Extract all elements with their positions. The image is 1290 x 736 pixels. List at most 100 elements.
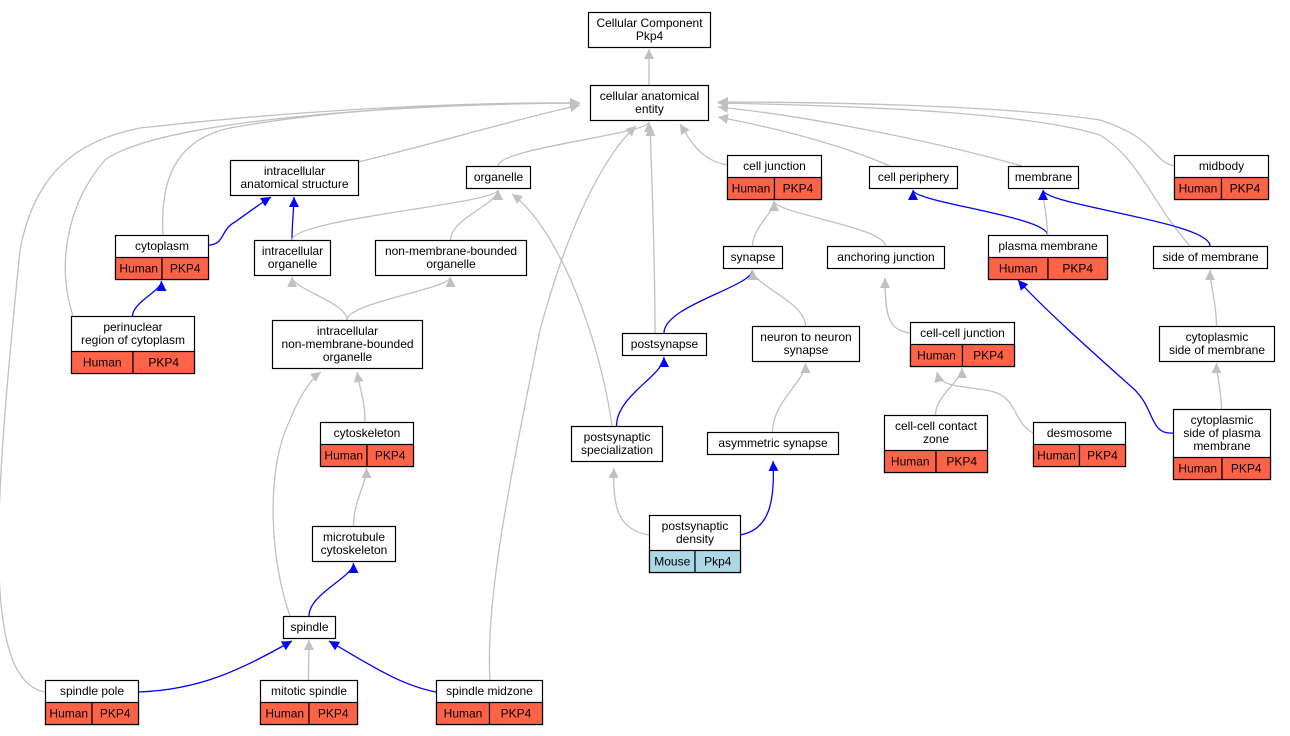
edge-spindlepole-to-cae (0, 97, 581, 693)
gene-label: PKP4 (100, 707, 131, 721)
node-membrane[interactable]: membrane (1007, 165, 1080, 190)
node-label-line: microtubule (323, 530, 385, 544)
gene-label: PKP4 (1062, 262, 1093, 276)
node-anchoring[interactable]: anchoring junction (826, 245, 946, 270)
node-box (751, 325, 861, 363)
edge-organelle-to-cae (497, 121, 654, 167)
node-label-line: cellular anatomical (600, 89, 699, 103)
gene-label: PKP4 (501, 707, 532, 721)
node-synapse[interactable]: synapse (722, 245, 784, 270)
gene-cell (366, 443, 415, 468)
edge-microtubule-to-cytoskeleton (352, 467, 372, 527)
node-box (253, 239, 332, 277)
node-box (282, 615, 337, 640)
node-box (706, 431, 840, 456)
edge-ccj-to-anchoring (880, 277, 911, 334)
gene-cell (1078, 443, 1127, 468)
gene-label: PKP4 (973, 349, 1004, 363)
node-label-line: side of membrane (1162, 250, 1258, 264)
gene-cell (161, 256, 210, 281)
species-label: Human (444, 707, 483, 721)
node-label-line: cytoskeleton (334, 426, 401, 440)
node-box (570, 425, 664, 463)
node-label-line: intracellular (317, 324, 378, 338)
node-sideofmembrane[interactable]: side of membrane (1152, 245, 1269, 270)
gene-label: PKP4 (1231, 462, 1262, 476)
edge-perinuclear-to-cae (64, 98, 581, 317)
node-label-line: intracellular (262, 244, 323, 258)
edge-layer (0, 49, 1223, 693)
species-label: Human (1037, 449, 1076, 463)
edge-psspec-to-organelle (511, 193, 613, 427)
edge-perinuclear-to-cytoplasm (131, 280, 167, 317)
node-label-line: cytoplasmic (1186, 330, 1249, 344)
node-label-line: Pkp4 (636, 29, 664, 43)
node-label-line: desmosome (1047, 426, 1113, 440)
node-cellperiphery[interactable]: cell periphery (868, 165, 959, 190)
node-label-line: membrane (1015, 170, 1073, 184)
node-box (1152, 245, 1269, 270)
species-label: Human (324, 449, 363, 463)
node-organelle[interactable]: organelle (465, 165, 532, 190)
node-box (826, 245, 946, 270)
node-label-line: Cellular Component (596, 16, 703, 30)
node-inmbo[interactable]: intracellularnon-membrane-boundedorganel… (271, 319, 424, 370)
edge-postsynapse-to-synapse (663, 269, 758, 334)
node-box (589, 84, 710, 122)
node-box (587, 11, 712, 49)
edge-sideofmembrane-to-membrane (1038, 189, 1211, 247)
node-box (1007, 165, 1080, 190)
gene-cell (1221, 456, 1272, 481)
species-label: Mouse (654, 555, 690, 569)
node-box (722, 245, 784, 270)
node-box (311, 525, 397, 563)
edge-n2n-to-synapse (747, 269, 807, 327)
gene-label: PKP4 (1087, 449, 1118, 463)
species-label: Human (265, 707, 304, 721)
node-asymsyn[interactable]: asymmetric synapse (706, 431, 840, 456)
node-box (229, 159, 360, 197)
gene-label: PKP4 (783, 182, 814, 196)
gene-label: PKP4 (318, 707, 349, 721)
node-label-line: zone (923, 432, 949, 446)
gene-cell (132, 350, 196, 375)
node-spindle[interactable]: spindle (282, 615, 337, 640)
node-label-line: spindle pole (60, 684, 124, 698)
node-label-line: intracellular (264, 164, 325, 178)
gene-cell (91, 701, 140, 726)
node-label-line: organelle (268, 257, 318, 271)
edge-midbody-to-cae (717, 97, 1175, 167)
node-box (465, 165, 532, 190)
node-label-line: mitotic spindle (271, 684, 347, 698)
node-label-line: cell-cell junction (920, 326, 1005, 340)
node-postsynapse[interactable]: postsynapse (621, 332, 708, 357)
edge-postsynapse-to-cae (645, 125, 656, 334)
gene-cell (773, 176, 823, 201)
edge-anchoring-to-celljunction (769, 200, 887, 247)
node-label-line: organelle (474, 170, 524, 184)
node-label-line: anatomical structure (240, 177, 348, 191)
